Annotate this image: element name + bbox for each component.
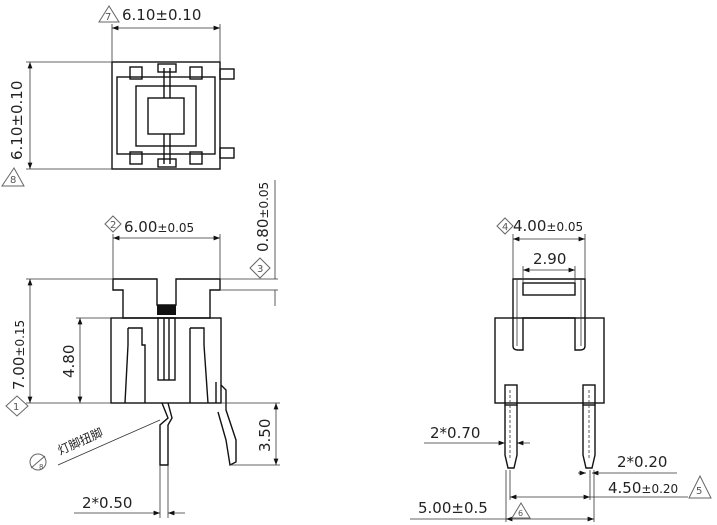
- marker-2: 2: [110, 220, 116, 231]
- marker-3: 3: [257, 264, 263, 275]
- front-view: 4 4.00±0.05 2.90 2*0.70 2*0.20 4.50±0.20…: [410, 217, 712, 522]
- lead-thickness-dim: 2*0.20: [617, 453, 667, 471]
- marker-6: 6: [518, 509, 523, 518]
- lead-twist-note: 灯脚扭脚: [55, 425, 105, 458]
- marker-1: 1: [13, 402, 19, 413]
- lead-length-dim: 3.50: [256, 419, 274, 452]
- top-width-dim: 6.10±0.10: [122, 6, 201, 24]
- marker-4: 4: [502, 222, 508, 233]
- side-view: 2 6.00±0.05 0.80±0.05 3 7.00±0.15 1 4.80…: [5, 180, 280, 518]
- top-height-dim: 6.10±0.10: [8, 81, 26, 160]
- body-height-dim: 4.80: [60, 345, 78, 378]
- marker-7: 7: [105, 12, 111, 23]
- lead-width-front-dim: 2*0.70: [430, 424, 480, 442]
- top-view: 7 6.10±0.10 6.10±0.10 8: [1, 5, 235, 187]
- span-dim: 5.00±0.5: [418, 499, 488, 517]
- lead-width-dim: 2*0.50: [82, 494, 132, 512]
- cap-height-dim: 0.80±0.05: [254, 182, 272, 252]
- inner-width-dim: 2.90: [533, 250, 566, 268]
- marker-5: 5: [696, 486, 702, 497]
- marker-8: 8: [10, 175, 16, 186]
- side-width-dim: 6.00±0.05: [124, 218, 194, 236]
- front-width-dim: 4.00±0.05: [513, 217, 583, 235]
- pitch-dim: 4.50±0.20: [608, 479, 678, 497]
- total-height-dim: 7.00±0.15: [10, 320, 28, 390]
- marker-8-circle: 8: [39, 463, 43, 471]
